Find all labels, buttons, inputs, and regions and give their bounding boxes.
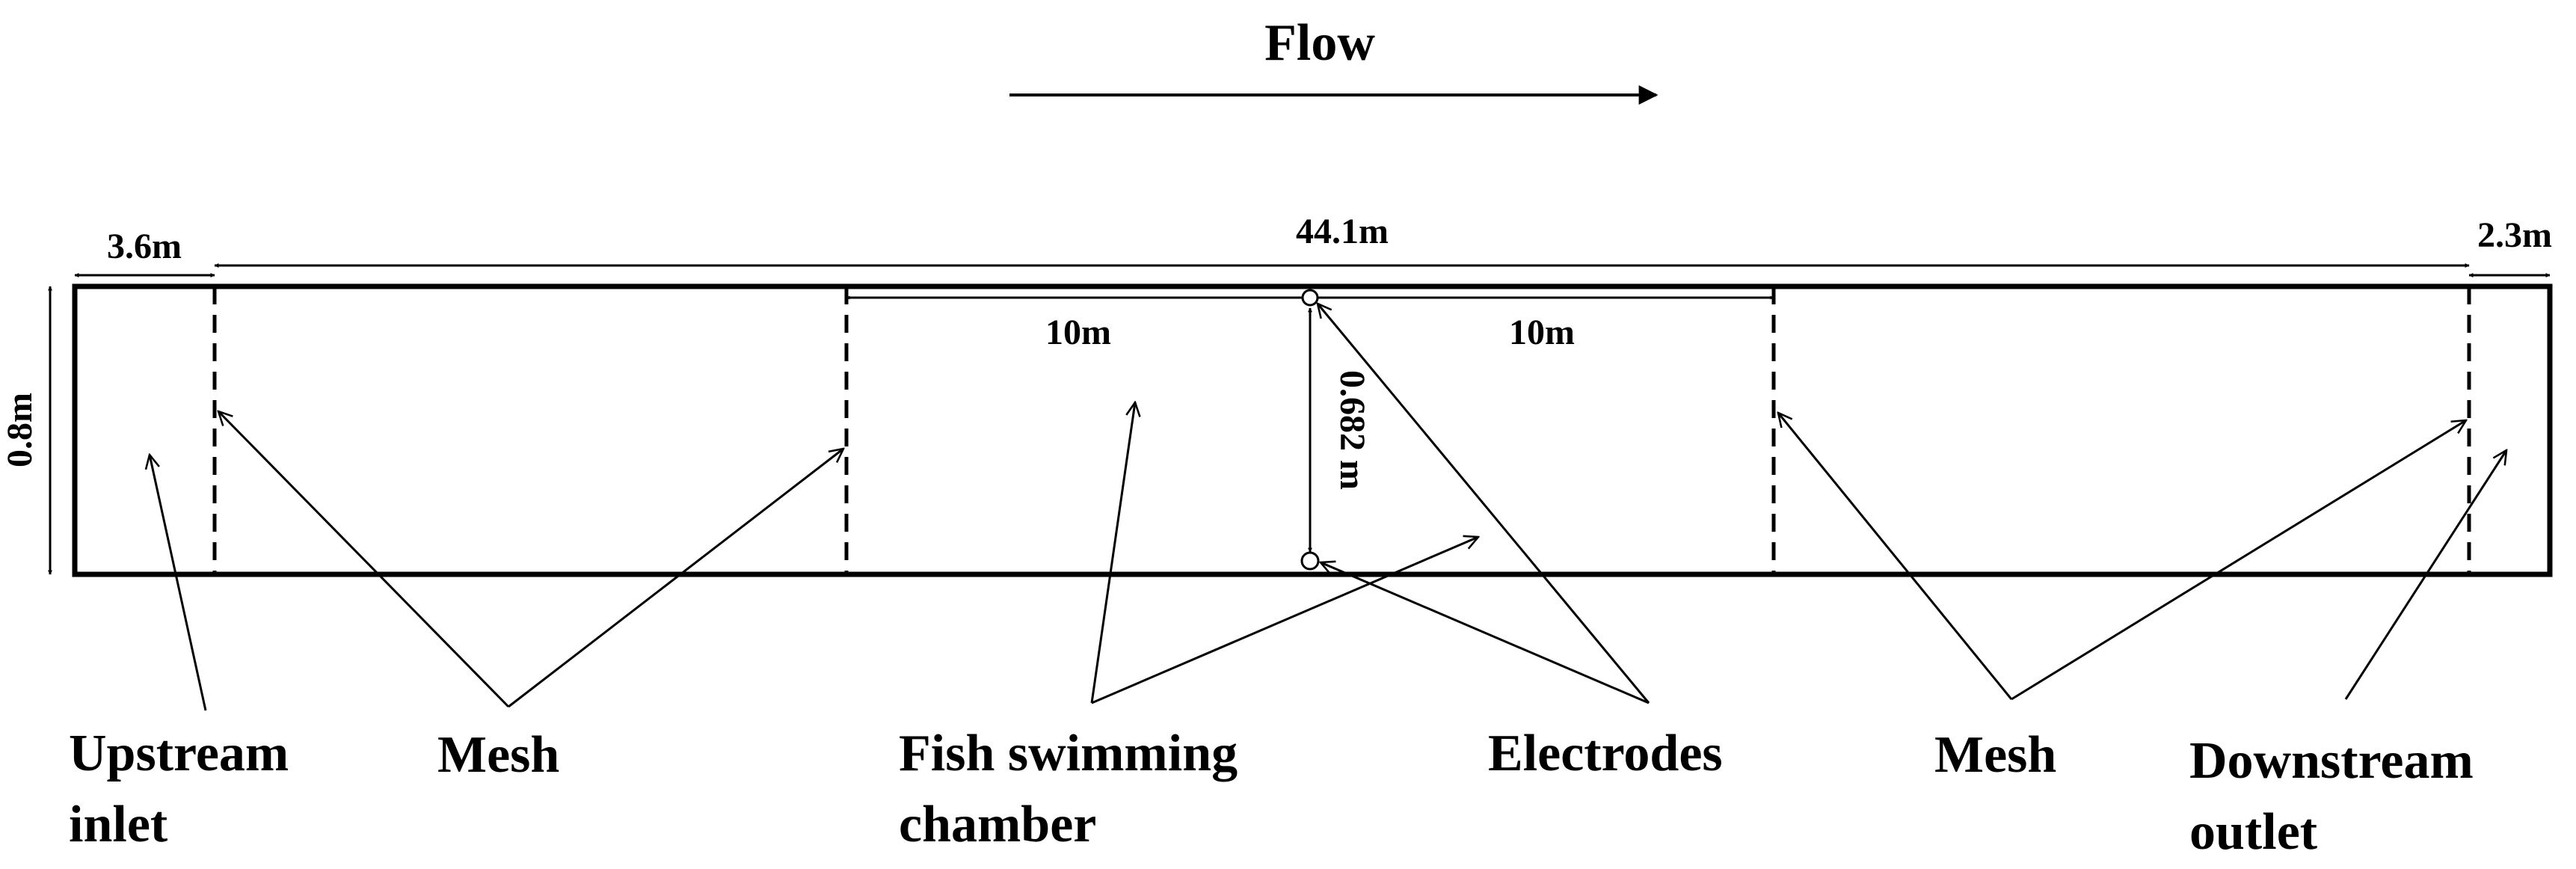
label-downstream-line2: outlet — [2189, 803, 2317, 861]
leader-electrode-bottom — [1321, 562, 1650, 704]
label-upstream-line1: Upstream — [69, 725, 289, 782]
leader-upstream-inlet — [150, 455, 207, 711]
dim-height-label: 0.8m — [0, 393, 40, 467]
dim-electrode-height-label: 0.682 m — [1332, 370, 1372, 490]
leader-mesh-left-a — [218, 411, 510, 708]
label-mesh-right: Mesh — [1934, 726, 2056, 784]
leader-mesh-left-b — [508, 449, 843, 708]
label-fish-line2: chamber — [899, 796, 1096, 853]
leader-mesh-right-a — [1778, 413, 2013, 700]
flow-label: Flow — [1264, 14, 1375, 72]
leader-electrode-top — [1318, 304, 1650, 704]
dim-total-label: 44.1m — [1296, 212, 1389, 251]
label-electrodes: Electrodes — [1488, 725, 1723, 782]
dim-chamber-left-label: 10m — [1045, 313, 1111, 352]
electrode-top — [1301, 289, 1319, 307]
label-fish-line1: Fish swimming — [899, 725, 1238, 782]
leader-downstream-outlet — [2344, 450, 2506, 700]
dim-downstream-label: 2.3m — [2477, 215, 2552, 255]
electrode-bottom — [1300, 551, 1320, 571]
label-downstream-line1: Downstream — [2189, 732, 2474, 790]
label-upstream-line2: inlet — [69, 796, 167, 853]
leader-fish-chamber-b — [1091, 537, 1478, 704]
leader-mesh-right-b — [2011, 420, 2466, 701]
dim-chamber-right-label: 10m — [1509, 313, 1575, 352]
label-mesh-left: Mesh — [437, 726, 559, 784]
flume-outline — [72, 283, 2553, 577]
dim-upstream-label: 3.6m — [107, 227, 182, 266]
leader-fish-chamber-a — [1090, 402, 1135, 704]
